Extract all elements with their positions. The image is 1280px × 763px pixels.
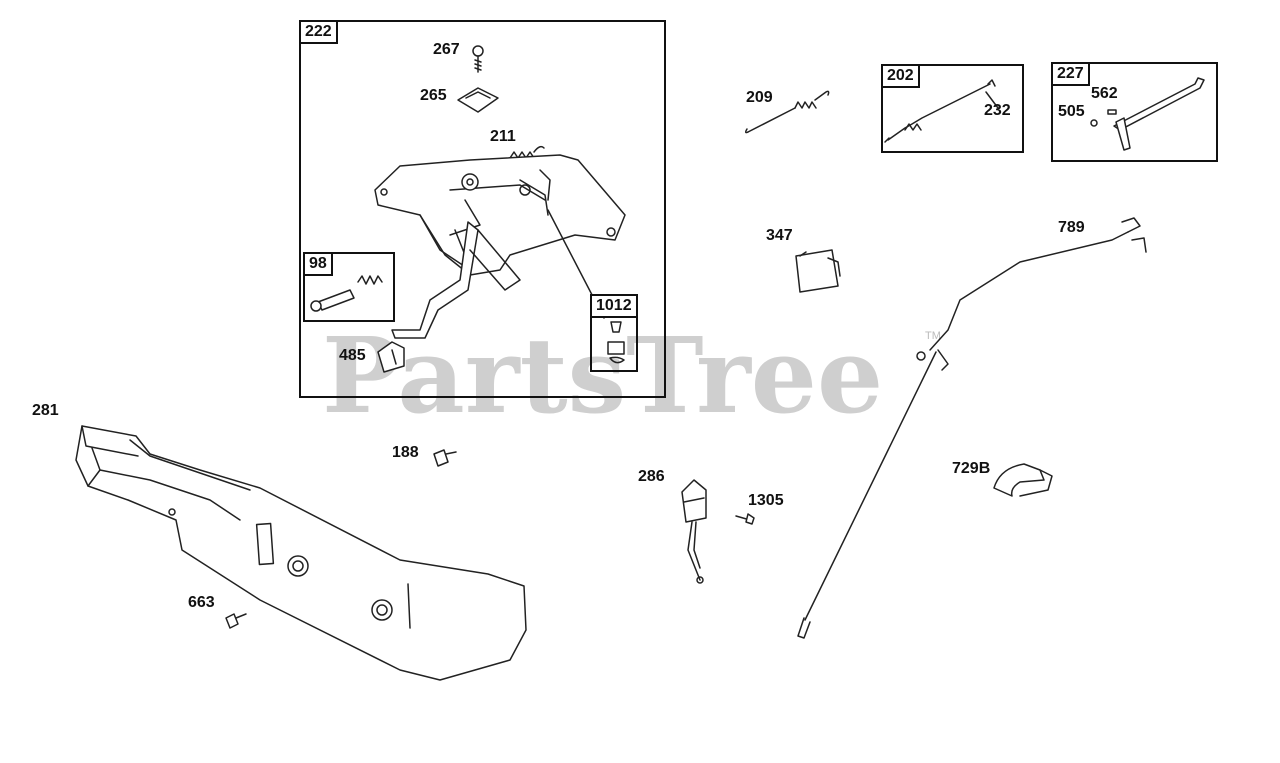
part-211-spring	[509, 145, 545, 159]
callout-281[interactable]: 281	[32, 402, 59, 419]
kit-98-box	[303, 252, 395, 322]
callout-729b[interactable]: 729B	[952, 460, 991, 477]
callout-485[interactable]: 485	[339, 347, 366, 364]
callout-265[interactable]: 265	[420, 87, 447, 104]
kit-227-box	[1051, 62, 1218, 162]
part-485-knob	[377, 341, 405, 373]
part-267-screw	[472, 45, 484, 73]
kit-1012-box	[590, 294, 638, 372]
part-729b-clamp	[993, 463, 1053, 497]
part-265-clip	[457, 87, 499, 113]
part-789-harness	[797, 217, 1147, 639]
callout-505[interactable]: 505	[1058, 103, 1085, 120]
callout-562[interactable]: 562	[1091, 85, 1118, 102]
callout-1305[interactable]: 1305	[748, 492, 784, 509]
callout-188[interactable]: 188	[392, 444, 419, 461]
part-1305-screw	[735, 513, 755, 525]
part-188-screw	[433, 449, 457, 467]
callout-286[interactable]: 286	[638, 468, 665, 485]
callout-347[interactable]: 347	[766, 227, 793, 244]
kit-222-label[interactable]: 222	[301, 22, 338, 44]
part-286-sensor	[681, 479, 707, 584]
kit-222-box	[299, 20, 666, 398]
callout-232[interactable]: 232	[984, 102, 1011, 119]
part-control-bracket	[374, 154, 626, 339]
part-347-switch	[795, 249, 841, 293]
callout-211[interactable]: 211	[490, 128, 516, 145]
part-663-screw	[225, 613, 247, 629]
callout-789[interactable]: 789	[1058, 219, 1085, 236]
callout-267[interactable]: 267	[433, 41, 460, 58]
part-1012-fastener	[607, 321, 625, 364]
watermark-trademark: TM	[925, 330, 941, 342]
kit-202-label[interactable]: 202	[883, 66, 920, 88]
part-227-lever	[1090, 77, 1205, 151]
kit-1012-label[interactable]: 1012	[592, 296, 638, 318]
kit-202-box	[881, 64, 1024, 153]
callout-209[interactable]: 209	[746, 89, 773, 106]
part-209-spring	[744, 90, 830, 134]
kit-227-label[interactable]: 227	[1053, 64, 1090, 86]
part-202-cable	[884, 79, 999, 143]
callout-663[interactable]: 663	[188, 594, 215, 611]
watermark: PartsTree	[322, 314, 884, 437]
part-98-pin-spring	[310, 275, 383, 312]
part-281-shield	[75, 425, 527, 681]
kit-98-label[interactable]: 98	[305, 254, 333, 276]
